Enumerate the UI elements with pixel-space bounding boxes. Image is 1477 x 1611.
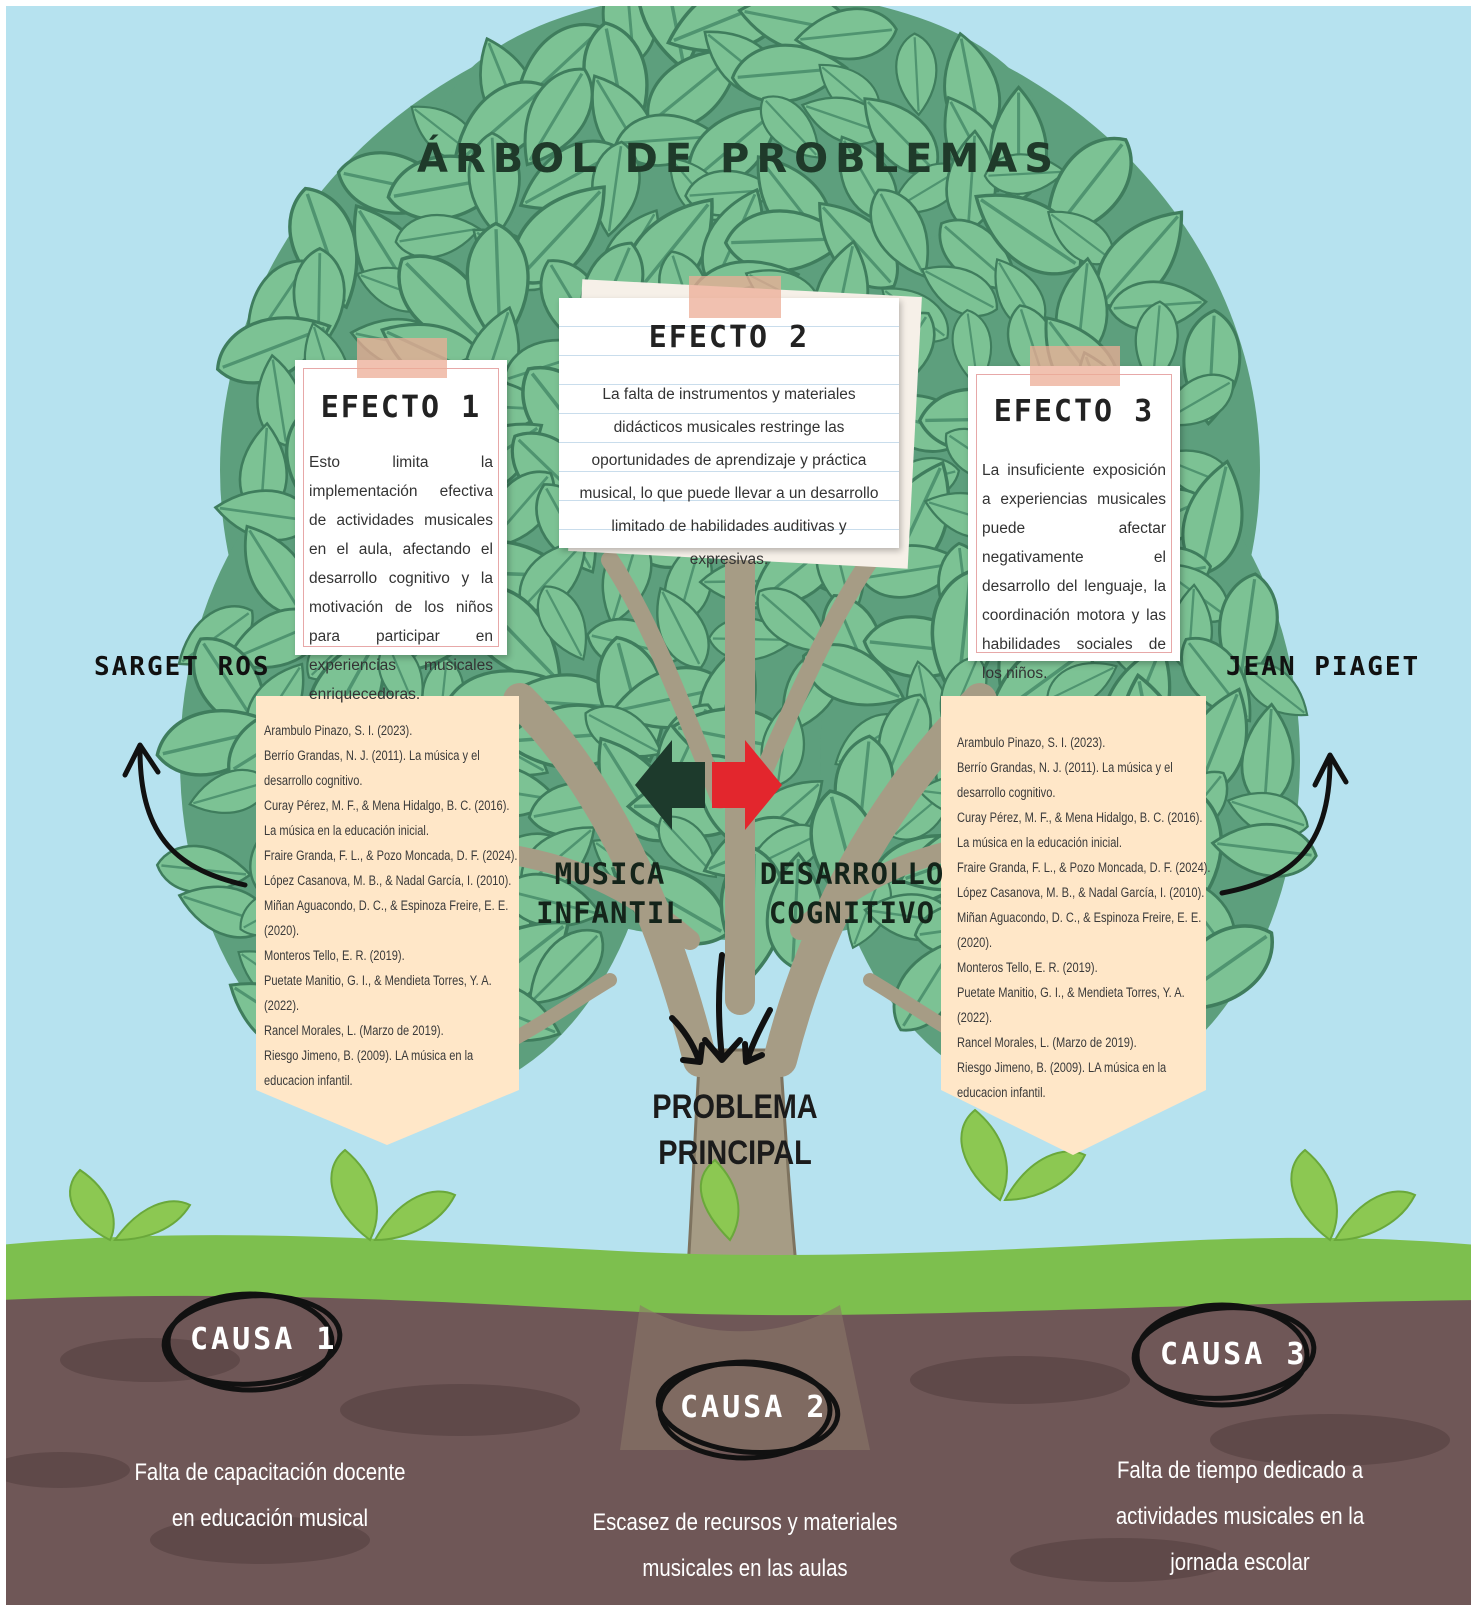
main-problem: PROBLEMA PRINCIPAL [629,1084,842,1176]
label-line: DESARROLLO [759,857,945,891]
reference-item: Rancel Morales, L. (Marzo de 2019). [264,1023,444,1038]
reference-item: Miñan Aguacondo, D. C., & Espinoza Freir… [957,910,1202,950]
reference-item: Riesgo Jimeno, B. (2009). LA música en l… [264,1048,474,1088]
cause-3-label: CAUSA 3 [1160,1337,1308,1372]
label-line: MUSICA [554,857,666,891]
reference-item: Monteros Tello, E. R. (2019). [957,960,1098,975]
cause-line: Falta de tiempo dedicado a [1116,1457,1364,1484]
reference-item: Puetate Manitio, G. I., & Mendieta Torre… [264,973,492,1013]
label-line: COGNITIVO [768,896,936,930]
reference-item: Berrío Grandas, N. J. (2011). La música … [264,748,480,788]
problem-line: PROBLEMA [652,1088,818,1126]
cause-1-text: Falta de capacitación docente en educaci… [109,1450,432,1542]
effect-2-card: EFECTO 2 La falta de instrumentos y mate… [559,276,899,568]
cause-line: musicales en las aulas [642,1555,848,1582]
reference-item: Monteros Tello, E. R. (2019). [264,948,405,963]
cause-line: jornada escolar [1170,1549,1310,1576]
reference-item: Miñan Aguacondo, D. C., & Espinoza Freir… [264,898,509,938]
label-musica-infantil: MUSICA INFANTIL [530,855,690,933]
label-desarrollo-cognitivo: DESARROLLO COGNITIVO [752,855,952,933]
cause-line: actividades musicales en la [1115,1503,1365,1530]
references-left: Arambulo Pinazo, S. I. (2023). Berrío Gr… [264,718,518,1093]
effect-3-title: EFECTO 3 [993,394,1155,429]
reference-item: Curay Pérez, M. F., & Mena Hidalgo, B. C… [264,798,510,838]
arrows-down-icon [669,952,773,1065]
author-right: JEAN PIAGET [1226,652,1421,682]
reference-item: Puetate Manitio, G. I., & Mendieta Torre… [957,985,1185,1025]
effect-1-text: Esto limita la implementación efectiva d… [309,454,493,703]
reference-item: Arambulo Pinazo, S. I. (2023). [957,735,1106,750]
reference-item: López Casanova, M. B., & Nadal García, I… [264,873,512,888]
cause-1-label: CAUSA 1 [190,1322,338,1357]
grass-sprouts [69,1108,1417,1242]
effect-3-card: EFECTO 3 La insuficiente exposición a ex… [968,346,1180,682]
arrow-left-icon [635,740,705,830]
cause-2-text: Escasez de recursos y materiales musical… [584,1500,907,1592]
reference-item: Riesgo Jimeno, B. (2009). LA música en l… [957,1060,1167,1100]
reference-item: Fraire Granda, F. L., & Pozo Moncada, D.… [264,848,518,863]
reference-item: Curay Pérez, M. F., & Mena Hidalgo, B. C… [957,810,1203,850]
effect-1-title: EFECTO 1 [320,390,482,425]
cause-line: en educación musical [171,1505,369,1532]
diagram-title: ÁRBOL DE PROBLEMAS [416,136,1061,182]
effect-2-title: EFECTO 2 [648,320,810,355]
cause-circles [161,1291,1317,1461]
reference-item: Fraire Granda, F. L., & Pozo Moncada, D.… [957,860,1211,875]
cause-line: Falta de capacitación docente [134,1459,406,1486]
references-left-banner [256,696,519,1145]
soil-stones [6,1338,1450,1582]
reference-item: Berrío Grandas, N. J. (2011). La música … [957,760,1173,800]
references-right-banner [941,696,1206,1155]
effect-3-text: La insuficiente exposición a experiencia… [982,462,1166,682]
label-line: INFANTIL [536,896,684,930]
cause-3-text: Falta de tiempo dedicado a actividades m… [1079,1448,1402,1586]
reference-item: López Casanova, M. B., & Nadal García, I… [957,885,1205,900]
problem-line: PRINCIPAL [658,1134,812,1172]
effect-2-text: La falta de instrumentos y materiales di… [579,386,879,568]
reference-item: Arambulo Pinazo, S. I. (2023). [264,723,413,738]
effect-1-card: EFECTO 1 Esto limita la implementación e… [295,338,507,703]
author-left: SARGET ROS [94,652,271,682]
references-right: Arambulo Pinazo, S. I. (2023). Berrío Gr… [957,730,1211,1105]
arrow-right-icon [712,740,782,830]
author-arrows [122,742,1349,896]
reference-item: Rancel Morales, L. (Marzo de 2019). [957,1035,1137,1050]
cause-line: Escasez de recursos y materiales [592,1509,898,1536]
cause-2-label: CAUSA 2 [680,1390,828,1425]
